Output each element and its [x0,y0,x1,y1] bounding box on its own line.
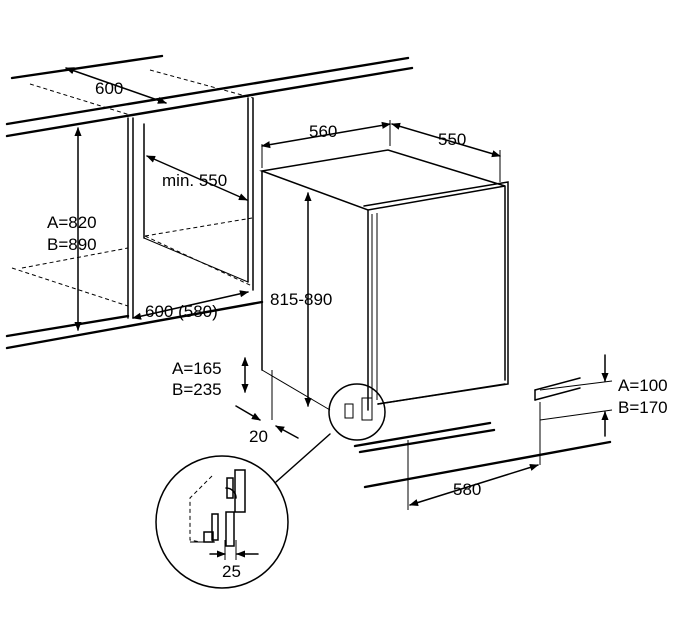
plinth-outline [271,370,612,510]
dimension-lines [65,67,613,507]
label-setback: 20 [249,427,268,446]
label-plinth-a: A=165 [172,359,222,378]
label-plinth-width: 580 [453,480,481,499]
detail-callout [155,383,386,589]
label-floor-width: 600 (580) [145,302,218,321]
label-plinth-b: B=235 [172,380,222,399]
label-niche-height-a: A=820 [47,213,97,232]
niche-side-walls [127,97,254,319]
dimension-labels: 600 min. 550 A=820 B=890 600 (580) 560 5… [47,79,668,581]
label-appliance-width: 560 [309,122,337,141]
label-appliance-height: 815-890 [270,290,332,309]
label-kick-a: A=100 [618,376,668,395]
label-niche-width: 600 [95,79,123,98]
label-kick-b: B=170 [618,398,668,417]
label-niche-depth: min. 550 [162,171,227,190]
label-appliance-depth: 550 [438,130,466,149]
appliance-body [259,149,509,411]
label-niche-height-b: B=890 [47,235,97,254]
label-detail-gap: 25 [222,562,241,581]
